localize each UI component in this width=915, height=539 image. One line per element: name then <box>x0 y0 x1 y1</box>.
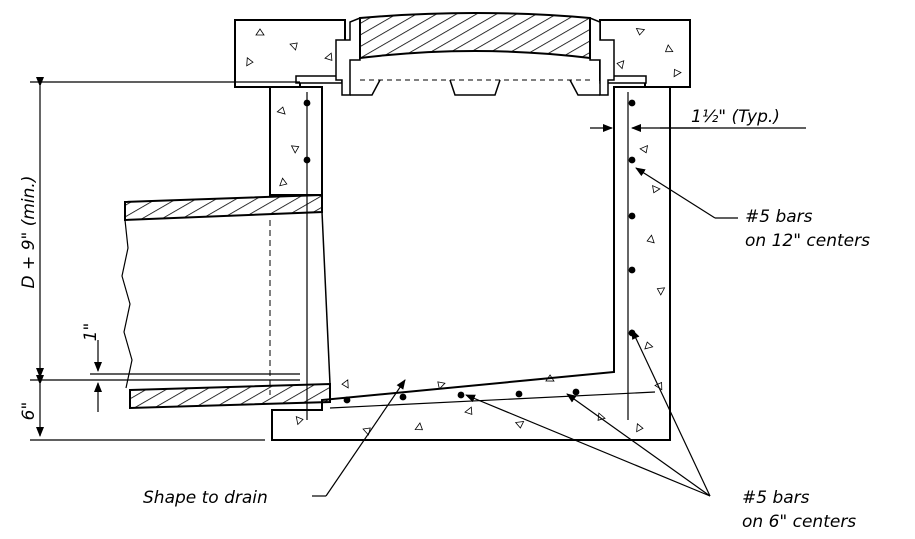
rebar-dot <box>628 266 636 274</box>
left-wall <box>269 86 323 196</box>
rebar-dot <box>628 156 636 164</box>
aggregate-mark <box>635 27 646 36</box>
base-bars-label-line2: on 6" centers <box>742 512 856 532</box>
aggregate-mark <box>437 381 446 390</box>
rebar-dot <box>303 99 311 107</box>
rebar-dot <box>628 212 636 220</box>
aggregate-mark <box>636 422 644 433</box>
base-bars-label-line1: #5 bars <box>742 488 810 508</box>
aggregate-mark <box>279 177 288 187</box>
grate-frame <box>295 16 647 96</box>
aggregate-mark <box>324 52 333 61</box>
aggregate-mark <box>652 184 661 194</box>
shape-to-drain-label: Shape to drain <box>143 488 268 508</box>
inlet-pipe <box>121 193 331 410</box>
aggregate-mark <box>545 374 555 382</box>
wall-bars-label-line1: #5 bars <box>745 207 813 227</box>
rebar-lines <box>306 92 656 420</box>
base-thickness-label: 6" <box>19 402 39 421</box>
cover-typical-label: 1½" (Typ.) <box>691 107 780 127</box>
rebar-dot <box>343 396 351 404</box>
aggregate-mark <box>639 145 649 154</box>
rebar-dot <box>457 391 465 399</box>
rebar-dot <box>628 99 636 107</box>
right-wall <box>271 86 671 441</box>
aggregate-mark <box>276 106 286 115</box>
aggregate-mark <box>295 415 304 426</box>
height-dimension-label: D + 9" (min.) <box>19 176 39 289</box>
rebar-dots <box>303 99 636 404</box>
rebar-dot <box>303 156 311 164</box>
aggregate-mark <box>664 44 674 53</box>
aggregate-mark <box>289 42 298 51</box>
pipe-offset-label: 1" <box>81 323 101 342</box>
dimension-lines <box>30 77 806 441</box>
aggregate-mark <box>246 57 254 67</box>
aggregate-mark <box>616 60 625 70</box>
aggregate-mark <box>656 287 666 296</box>
aggregate-mark <box>464 406 473 415</box>
aggregate-mark <box>644 341 654 350</box>
rebar-dot <box>399 393 407 401</box>
leader-lines <box>312 167 738 497</box>
aggregate-mark <box>290 145 300 154</box>
grate <box>350 12 600 96</box>
aggregate-mark <box>514 421 525 429</box>
rebar-dot <box>572 388 580 396</box>
aggregate-mark <box>414 422 424 431</box>
rebar-dot <box>515 390 523 398</box>
aggregate-mark <box>646 234 655 244</box>
wall-bars-label-line2: on 12" centers <box>745 231 870 251</box>
aggregate-mark <box>341 379 349 389</box>
aggregate-mark <box>673 68 682 78</box>
aggregate-mark <box>255 28 265 36</box>
